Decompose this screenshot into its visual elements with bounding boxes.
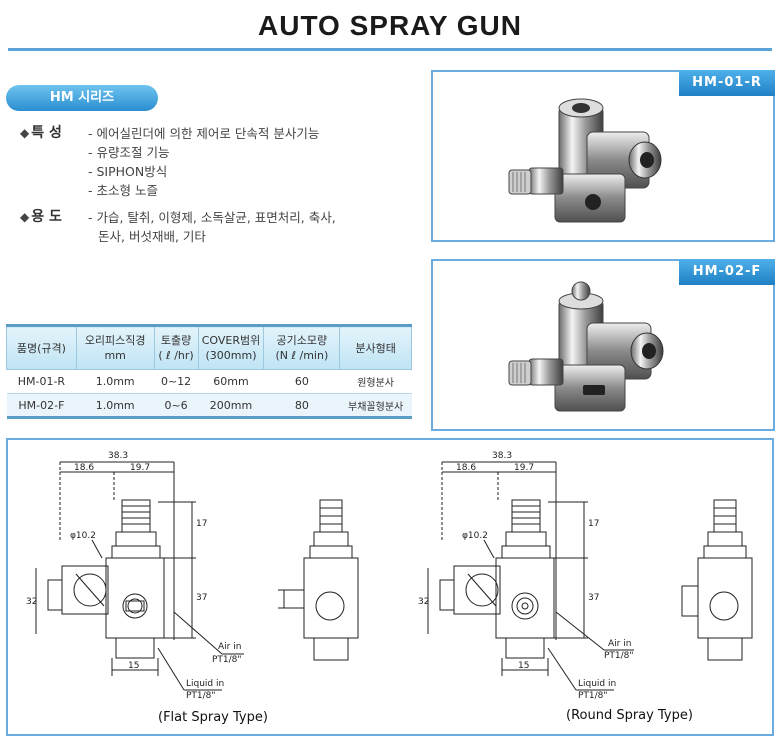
liquid-in-label: Liquid in: [578, 679, 616, 689]
table-cell: 1.0mm: [76, 393, 155, 419]
column-header: 토출량( ℓ /hr): [153, 324, 199, 370]
dim-total: 38.3: [108, 451, 128, 461]
table-row: HM-02-F 1.0mm 0~6 200mm 80 부채꼴형분사: [6, 393, 412, 419]
drawings-panel: 38.3 18.6 19.7 φ10.2 17 37 32 15 Air in …: [6, 438, 774, 736]
title-underline: [8, 48, 772, 51]
table-cell: 80: [263, 393, 340, 419]
list-item: - 에어실린더에 의한 제어로 단속적 분사기능: [88, 126, 320, 141]
page-title: AUTO SPRAY GUN: [258, 10, 522, 41]
dim-side: 32: [26, 597, 37, 607]
page-header: AUTO SPRAY GUN: [0, 0, 780, 54]
dim-diameter: φ10.2: [70, 531, 96, 541]
column-header: COVER범위(300mm): [197, 324, 265, 370]
dim-left: 18.6: [74, 463, 94, 473]
list-item: 돈사, 버섯재배, 기타: [98, 229, 206, 244]
list-item: - 유량조절 기능: [88, 145, 170, 160]
product-box-hm01r: HM-01-R: [431, 70, 775, 242]
dim-right: 19.7: [130, 463, 150, 473]
uses-heading: ◆용 도: [20, 209, 62, 225]
dim-bottom: 15: [518, 661, 529, 671]
liquid-thread-label: PT1/8": [578, 691, 608, 701]
uses-list: - 가습, 탈취, 이형제, 소독살균, 표면처리, 축사, 돈사, 버섯재배,…: [88, 208, 336, 246]
dim-diameter: φ10.2: [462, 531, 488, 541]
list-item: - 초소형 노즐: [88, 183, 158, 198]
table-cell: 60mm: [198, 369, 264, 394]
liquid-in-label: Liquid in: [186, 679, 224, 689]
round-spray-caption: (Round Spray Type): [566, 708, 693, 723]
dim-right: 19.7: [514, 463, 534, 473]
column-header: 공기소모량(N ℓ /min): [263, 324, 341, 370]
air-in-label: Air in: [218, 642, 241, 652]
column-header: 분사형태: [339, 324, 412, 370]
air-in-label: Air in: [608, 639, 631, 649]
air-thread-label: PT1/8": [604, 651, 634, 661]
table-cell: HM-02-F: [6, 393, 77, 419]
table-cell: 부채꼴형분사: [339, 393, 412, 419]
dim-bottom: 15: [128, 661, 139, 671]
table-row: HM-01-R 1.0mm 0~12 60mm 60 원형분사: [6, 369, 412, 394]
column-header: 품명(규격): [6, 324, 77, 370]
model-tag: HM-02-F: [679, 259, 775, 285]
series-badge: HM 시리즈: [6, 85, 158, 111]
table-cell: 0~6: [154, 393, 199, 419]
dim-height-top: 17: [588, 519, 599, 529]
spray-gun-photo-round: [508, 98, 662, 223]
model-tag: HM-01-R: [679, 70, 775, 96]
air-thread-label: PT1/8": [212, 655, 242, 665]
list-item: - SIPHON방식: [88, 164, 168, 179]
table-cell: HM-01-R: [6, 369, 77, 394]
dim-height-top: 17: [196, 519, 207, 529]
dim-height-mid: 37: [196, 593, 207, 603]
diamond-bullet-icon: ◆: [20, 126, 30, 140]
diamond-bullet-icon: ◆: [20, 210, 30, 224]
table-cell: 원형분사: [339, 369, 412, 394]
dimension-drawings: 38.3 18.6 19.7 φ10.2 17 37 32 15 Air in …: [26, 451, 753, 701]
product-box-hm02f: HM-02-F: [431, 259, 775, 431]
table-cell: 60: [263, 369, 340, 394]
dim-height-mid: 37: [588, 593, 599, 603]
features-heading: ◆특 성: [20, 125, 62, 141]
flat-spray-caption: (Flat Spray Type): [158, 710, 268, 725]
list-item: - 가습, 탈취, 이형제, 소독살균, 표면처리, 축사,: [88, 210, 336, 225]
table-cell: 0~12: [154, 369, 199, 394]
dim-left: 18.6: [456, 463, 476, 473]
table-cell: 1.0mm: [76, 369, 155, 394]
liquid-thread-label: PT1/8": [186, 691, 216, 701]
spray-gun-photo-flat: [508, 281, 664, 412]
table-cell: 200mm: [198, 393, 264, 419]
dim-side: 32: [418, 597, 429, 607]
features-list: - 에어실린더에 의한 제어로 단속적 분사기능 - 유량조절 기능 - SIP…: [88, 124, 319, 200]
dim-total: 38.3: [492, 451, 512, 461]
